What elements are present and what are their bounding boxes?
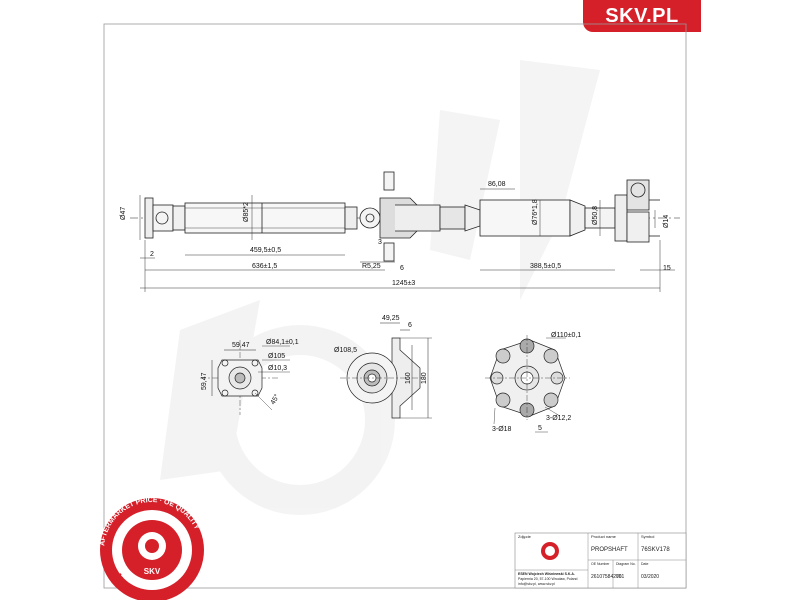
dim-1245: 1245±3 [392,280,415,287]
drawing-frame [103,23,687,589]
dim-r525: R5,25 [362,263,381,270]
lbl-drawing: Diagram No. [616,562,636,566]
side-dimension-labels: Ø47 Ø85*2 Ø76*1,8 Ø50,8 Ø14 86,08 459,5±… [120,181,671,287]
dim-bearing-w: 49,25 [382,315,400,322]
dim-d110: Ø110±0,1 [551,332,581,339]
product-symbol: 76SKV178 [641,547,670,553]
dim-d85: Ø85*2 [243,202,250,222]
lbl-date: Date [641,562,648,566]
dim-bearing-d: Ø108,5 [334,347,357,354]
lbl-oe: OE Number [591,562,610,566]
oe-number: 26107584276 [591,574,622,580]
dim-d50: Ø50,8 [592,206,599,225]
drawing-date: 03/2020 [641,574,659,580]
dim-d103: Ø10,3 [268,365,287,372]
lbl-symbol: Symbol [641,534,654,539]
bearing-dimension-labels: 49,25 6 Ø108,5 160 180 [334,315,428,384]
dim-d105: Ø105 [268,353,285,360]
coupling-dimension-labels: Ø110±0,1 3-Ø12,2 3-Ø18 5 [492,332,581,433]
dim-angle: 45° [269,393,281,406]
dim-flange-w: 59,47 [232,342,250,349]
lbl-product: Product name [591,534,617,539]
dim-5: 5 [538,425,542,432]
product-name: PROPSHAFT [591,547,628,553]
flange-front-view [200,340,290,415]
dim-86-08: 86,08 [488,181,506,188]
dim-15: 15 [663,265,671,272]
dim-bearing-t: 6 [408,322,412,329]
company-name: ESEN Wojciech Wiśniewski S.K.A. [518,572,575,576]
dim-flange-h: 59,47 [201,372,208,390]
badge-center-text: SKV [144,567,161,576]
dim-459: 459,5±0,5 [250,247,281,254]
brand-logo-tag: SKV.PL [583,0,701,32]
dim-636: 636±1,5 [252,263,277,270]
side-dimension-lines [139,188,675,292]
dim-d76: Ø76*1,8 [532,199,539,225]
dim-6: 6 [400,265,404,272]
center-bearing-view [340,322,432,419]
flex-coupling-view [485,335,570,433]
dim-3: 3 [378,239,382,246]
dim-d47: Ø47 [120,207,127,220]
title-block: Zdjęcie Product name Symbol PROPSHAFT 76… [514,532,687,589]
company-address: Papiernia 20, 57-100 Wrocław, Poland [518,577,578,581]
dim-d14: Ø14 [663,215,670,228]
drawing-number: 001 [616,574,625,580]
dim-holes: 3-Ø12,2 [546,415,571,422]
skv-watermark [160,60,600,515]
lbl-image: Zdjęcie [518,534,532,539]
dim-bearing-h1: 160 [405,372,412,384]
dim-d84: Ø84,1±0,1 [266,339,299,346]
company-contact: info@skv.pl, www.skv.pl [518,582,555,586]
skv-quality-badge: AFTERMARKET PRICE · OE QUALITY AUTO PART… [99,497,204,600]
dim-2: 2 [150,251,154,258]
dim-bearing-h2: 180 [421,372,428,384]
dim-bolts: 3-Ø18 [492,426,512,433]
propshaft-side-view [130,171,680,262]
dim-388: 388,5±0,5 [530,263,561,270]
